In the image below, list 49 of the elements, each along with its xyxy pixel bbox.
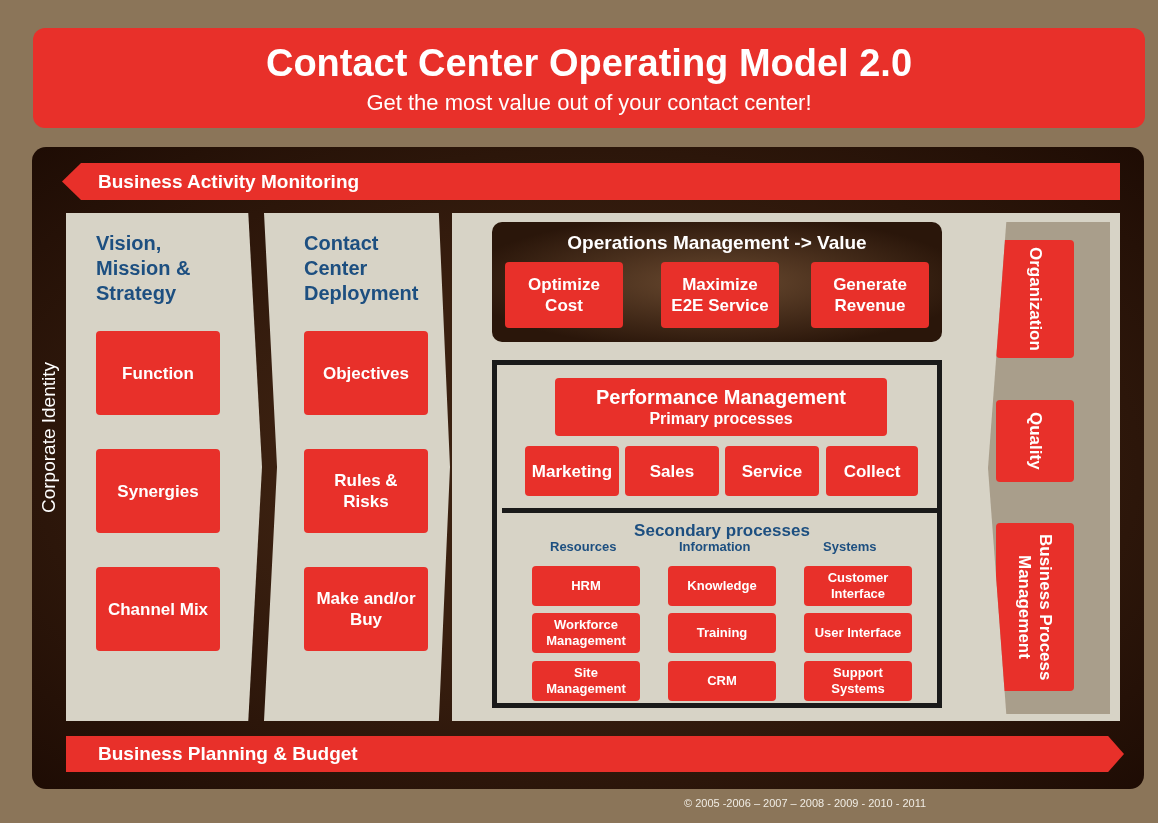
process-box: Synergies <box>96 449 220 533</box>
column-heading: Contact Center Deployment <box>304 231 420 306</box>
process-box: Customer Interface <box>804 566 912 606</box>
process-box: Objectives <box>304 331 428 415</box>
process-box: Optimize Cost <box>505 262 623 328</box>
column-heading: Information <box>679 539 751 554</box>
title: Contact Center Operating Model 2.0 <box>264 42 914 85</box>
process-box: Collect <box>826 446 918 496</box>
side-panel <box>988 222 1110 714</box>
process-box: Business Process Management <box>996 523 1074 691</box>
column-heading: Resources <box>550 539 617 554</box>
box-heading: Performance Management <box>595 385 847 409</box>
process-box: Marketing <box>525 446 619 496</box>
process-box <box>555 378 887 436</box>
process-box: Channel Mix <box>96 567 220 651</box>
process-box: Organization <box>996 240 1074 358</box>
process-box: Sales <box>625 446 719 496</box>
chevron-column <box>66 213 262 721</box>
column-heading: Vision, Mission & Strategy <box>96 231 192 306</box>
arrow-band: Business Activity Monitoring <box>62 163 1120 200</box>
arrow-band: Business Planning & Budget <box>66 736 1124 772</box>
main-panel <box>32 147 1144 789</box>
process-box: Maximize E2E Service <box>661 262 779 328</box>
subtitle: Get the most value out of your contact center! <box>365 90 813 116</box>
process-box: Knowledge <box>668 566 776 606</box>
chevron-column <box>264 213 450 721</box>
process-box: CRM <box>668 661 776 701</box>
process-box: Make and/or Buy <box>304 567 428 651</box>
process-box: HRM <box>532 566 640 606</box>
vertical-heading: Corporate Identity <box>38 360 60 515</box>
process-box: Support Systems <box>804 661 912 701</box>
process-box: Generate Revenue <box>811 262 929 328</box>
process-box: Site Management <box>532 661 640 701</box>
operations-panel <box>492 222 942 342</box>
title-banner <box>33 28 1145 128</box>
process-box: Workforce Management <box>532 613 640 653</box>
panel-heading: Secondary processes <box>633 521 811 541</box>
process-box: Quality <box>996 400 1074 482</box>
process-box: Service <box>725 446 819 496</box>
copyright-note: © 2005 -2006 – 2007 – 2008 - 2009 - 2010 - 2011 <box>684 797 927 809</box>
process-box: User Interface <box>804 613 912 653</box>
panel-heading: Operations Management -> Value <box>566 232 868 254</box>
process-box: Function <box>96 331 220 415</box>
process-frame <box>492 360 942 708</box>
process-box: Rules & Risks <box>304 449 428 533</box>
box-subheading: Primary processes <box>649 409 793 429</box>
content-panel <box>452 213 1120 721</box>
process-box: Training <box>668 613 776 653</box>
column-heading: Systems <box>823 539 877 554</box>
